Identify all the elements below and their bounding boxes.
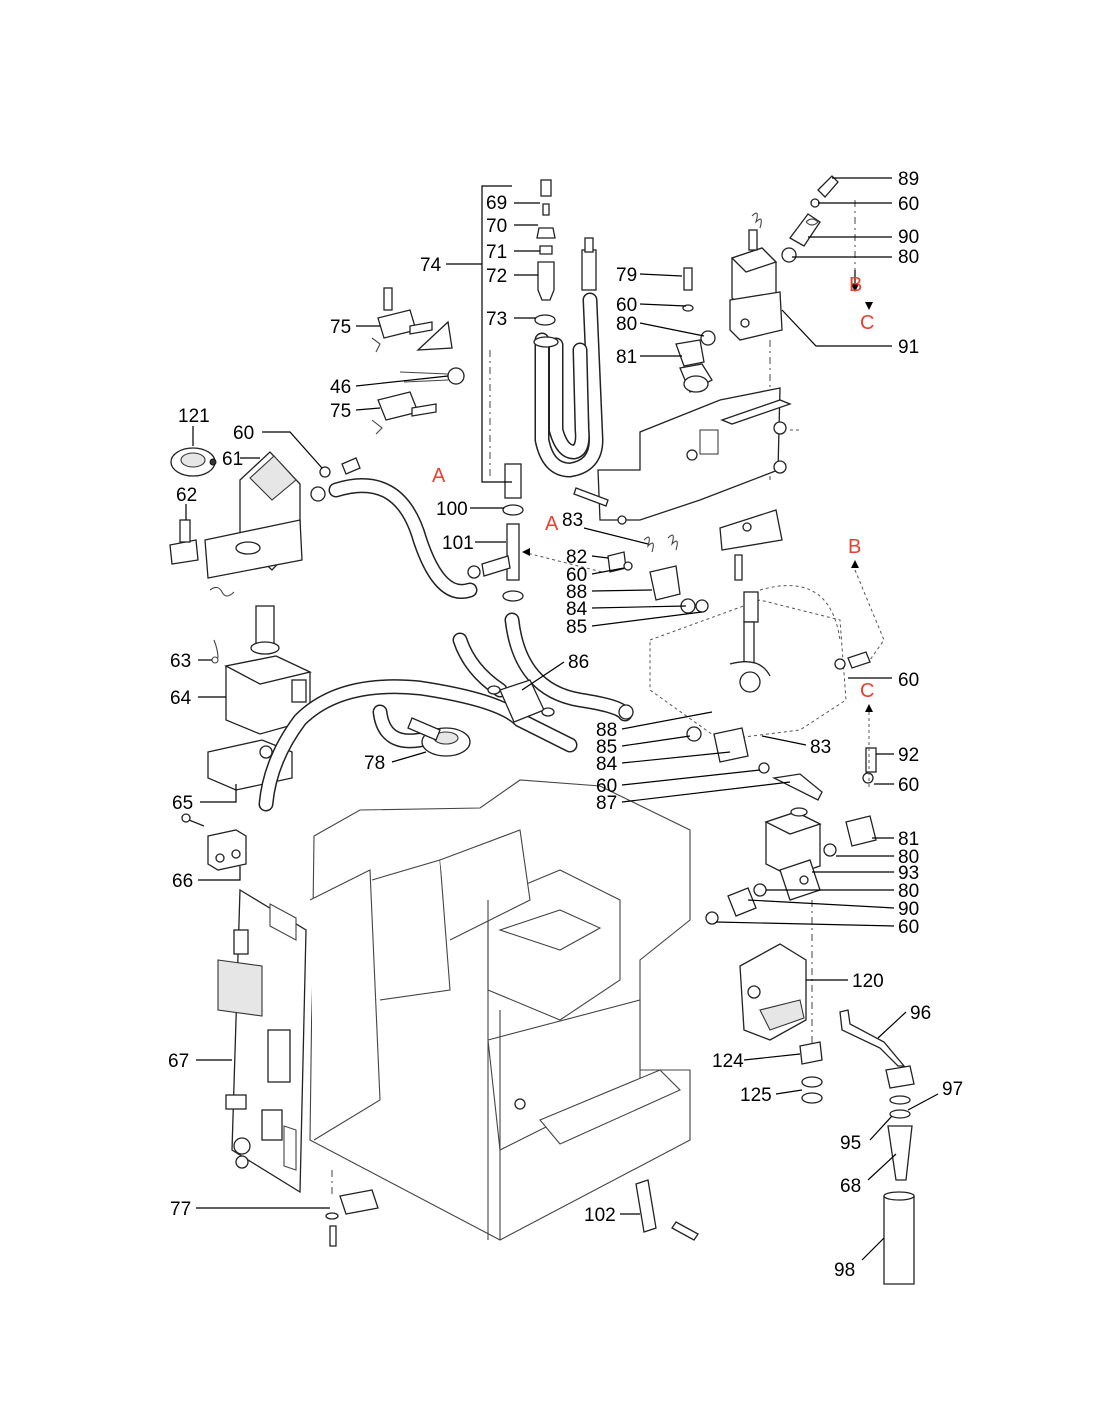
callout-79: 79 xyxy=(616,265,637,286)
callout-87: 87 xyxy=(596,793,617,814)
callout-67: 67 xyxy=(168,1051,189,1072)
reference-arrows xyxy=(489,270,885,790)
callout-80: 80 xyxy=(898,247,919,268)
callout-81: 81 xyxy=(616,347,637,368)
cover-120 xyxy=(739,900,813,1060)
callout-88: 88 xyxy=(566,582,587,603)
callout-97: 97 xyxy=(942,1079,963,1100)
callout-86: 86 xyxy=(568,652,589,673)
callout-69: 69 xyxy=(486,193,507,214)
callout-88-lower: 88 xyxy=(596,720,617,741)
callout-90: 90 xyxy=(898,227,919,248)
callout-101: 101 xyxy=(442,533,474,554)
callout-124: 124 xyxy=(712,1051,744,1072)
callout-60-bottom: 60 xyxy=(898,917,919,938)
callout-81-lower: 81 xyxy=(898,829,919,850)
callout-95: 95 xyxy=(840,1133,861,1154)
thermoblock-heater xyxy=(533,237,604,478)
callout-91: 91 xyxy=(898,337,919,358)
callout-85: 85 xyxy=(566,617,587,638)
callout-80-lower: 80 xyxy=(898,847,919,868)
ref-b-right: B xyxy=(848,536,861,558)
callout-60-right: 60 xyxy=(898,670,919,691)
callout-labels: 89 60 90 80 91 69 70 71 74 72 73 75 46 7… xyxy=(168,169,963,1281)
callout-80-upper: 80 xyxy=(616,314,637,335)
callout-60-left: 60 xyxy=(233,423,254,444)
callout-102: 102 xyxy=(584,1205,616,1226)
callout-70: 70 xyxy=(486,216,507,237)
bracket-66 xyxy=(181,813,247,871)
fitting-89-90 xyxy=(781,175,839,263)
steam-wand xyxy=(839,1009,915,1285)
callout-100: 100 xyxy=(436,499,468,520)
callout-90-lower: 90 xyxy=(898,899,919,920)
solenoid-valve-bottom xyxy=(705,747,877,925)
callout-60-mid: 60 xyxy=(566,565,587,586)
callout-121: 121 xyxy=(178,406,210,427)
callout-77: 77 xyxy=(170,1199,191,1220)
callout-120: 120 xyxy=(852,971,884,992)
callout-72: 72 xyxy=(486,266,507,287)
brewing-group-bracket xyxy=(169,451,303,597)
callout-71: 71 xyxy=(486,242,507,263)
thermostat-lower xyxy=(371,367,465,435)
hoses xyxy=(258,478,633,812)
callout-80-93: 80 xyxy=(898,881,919,902)
main-housing xyxy=(309,779,691,1241)
callout-89: 89 xyxy=(898,169,919,190)
ref-c-top: C xyxy=(860,312,874,334)
callout-78: 78 xyxy=(364,753,385,774)
bean-hopper-motor xyxy=(170,447,217,477)
elbow-fitting-81 xyxy=(675,267,716,393)
callout-73: 73 xyxy=(486,309,507,330)
connectors-82-88 xyxy=(607,534,874,801)
ref-a-left: A xyxy=(432,465,446,487)
callout-46: 46 xyxy=(330,377,351,398)
ref-b-top: B xyxy=(849,274,862,296)
ref-c-right: C xyxy=(860,680,874,702)
brew-unit-outline xyxy=(649,585,847,741)
callout-85-lower: 85 xyxy=(596,737,617,758)
callout-60-lower: 60 xyxy=(596,776,617,797)
callout-62: 62 xyxy=(176,485,197,506)
callout-60: 60 xyxy=(898,194,919,215)
flow-meter-86 xyxy=(487,679,555,723)
connection-references: B C A A B C xyxy=(432,274,874,702)
bottom-fittings xyxy=(325,1170,699,1247)
fitting-stack xyxy=(534,179,556,326)
t-piece-100-101 xyxy=(481,463,524,602)
callout-84: 84 xyxy=(566,599,588,620)
callout-82: 82 xyxy=(566,547,587,568)
mounting-bracket xyxy=(597,387,800,581)
callout-125: 125 xyxy=(740,1085,772,1106)
drain-valve-78 xyxy=(407,717,471,757)
callout-63: 63 xyxy=(170,651,191,672)
callout-60-92: 60 xyxy=(898,775,919,796)
callout-75-lower: 75 xyxy=(330,401,351,422)
thermostat-upper xyxy=(371,287,453,353)
callout-65: 65 xyxy=(172,793,193,814)
callout-84-lower: 84 xyxy=(596,754,618,775)
callout-60-upper: 60 xyxy=(616,295,637,316)
callout-61: 61 xyxy=(222,449,243,470)
fittings-124-125 xyxy=(799,1041,823,1104)
ref-a-mid: A xyxy=(545,513,559,535)
callout-64: 64 xyxy=(170,688,192,709)
callout-83-lower: 83 xyxy=(810,737,831,758)
control-circuit-board xyxy=(217,888,307,1194)
callout-66: 66 xyxy=(172,871,193,892)
callout-93: 93 xyxy=(898,863,919,884)
callout-68: 68 xyxy=(840,1176,861,1197)
callout-92: 92 xyxy=(898,745,919,766)
callout-83: 83 xyxy=(562,510,583,531)
leader-lines xyxy=(185,177,939,1261)
callout-98: 98 xyxy=(834,1260,855,1281)
callout-74: 74 xyxy=(420,255,442,276)
misc-washers xyxy=(310,212,871,670)
callout-75: 75 xyxy=(330,317,351,338)
callout-96: 96 xyxy=(910,1003,931,1024)
